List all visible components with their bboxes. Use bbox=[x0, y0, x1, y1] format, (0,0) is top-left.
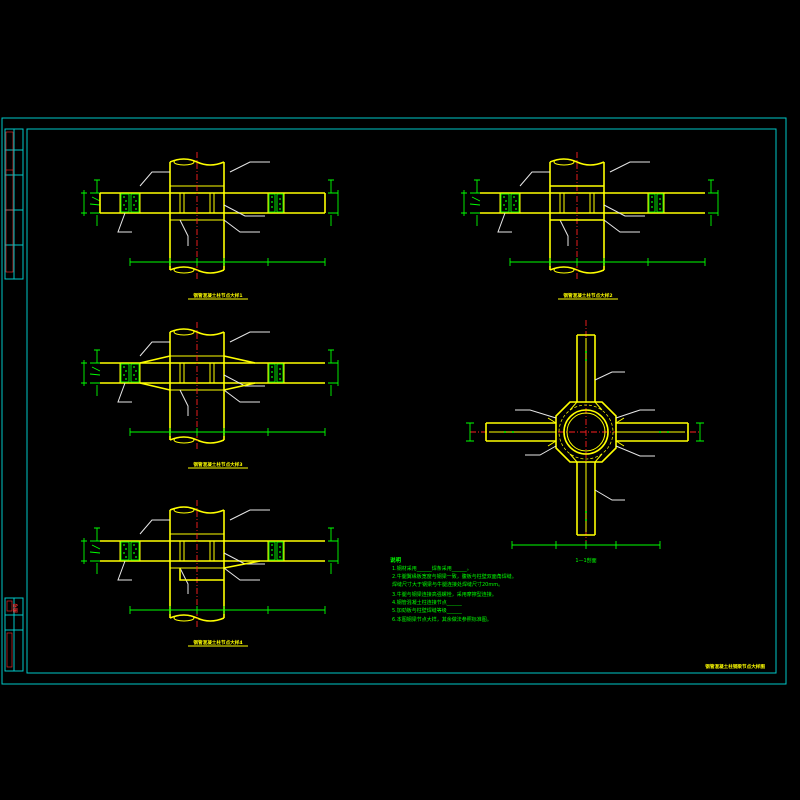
note-2b: 焊缝尺寸大于钢梁与牛腿连接处焊缝尺寸20mm。 bbox=[392, 581, 503, 588]
detail-1 bbox=[80, 151, 339, 281]
view-title-4: 钢管混凝土柱节点大样4 bbox=[193, 639, 242, 646]
detail-2 bbox=[460, 151, 719, 281]
sheet-title: 钢管混凝土柱钢梁节点大样图 bbox=[705, 663, 765, 670]
note-2: 2.牛腿翼缘板宽度与钢梁一致，腹板与柱壁双面角焊缝。 bbox=[392, 573, 517, 580]
note-5: 5.加劲板与柱壁焊缝等级______ bbox=[392, 607, 462, 614]
view-title-3: 钢管混凝土柱节点大样3 bbox=[193, 461, 242, 468]
notes-heading: 说明 bbox=[390, 556, 402, 564]
title-block: 图号 bbox=[4, 597, 24, 672]
detail-4 bbox=[80, 499, 339, 629]
note-1: 1.钢材采用______焊条采用______。 bbox=[392, 565, 472, 572]
section-title: 1—1剖面 bbox=[575, 557, 596, 564]
sheet-frame bbox=[1, 117, 787, 685]
view-title-2: 钢管混凝土柱节点大样2 bbox=[563, 292, 612, 299]
note-4: 4.钢管混凝土柱连接节点______ bbox=[392, 599, 462, 606]
title-block-label: 图号 bbox=[12, 603, 19, 613]
section-1-1: 1—1剖面 bbox=[466, 320, 704, 564]
notes: 说明 1.钢材采用______焊条采用______。 2.牛腿翼缘板宽度与钢梁一… bbox=[390, 556, 517, 623]
view-titles: 钢管混凝土柱节点大样1 钢管混凝土柱节点大样2 钢管混凝土柱节点大样3 钢管混凝… bbox=[188, 292, 618, 647]
note-6: 6.本图钢梁节点大样，其余做法参照标准图。 bbox=[392, 616, 492, 623]
view-title-1: 钢管混凝土柱节点大样1 bbox=[193, 292, 242, 299]
note-3: 3.牛腿与钢梁连接高强螺栓，采用摩擦型连接。 bbox=[392, 591, 497, 598]
detail-3 bbox=[80, 321, 339, 451]
